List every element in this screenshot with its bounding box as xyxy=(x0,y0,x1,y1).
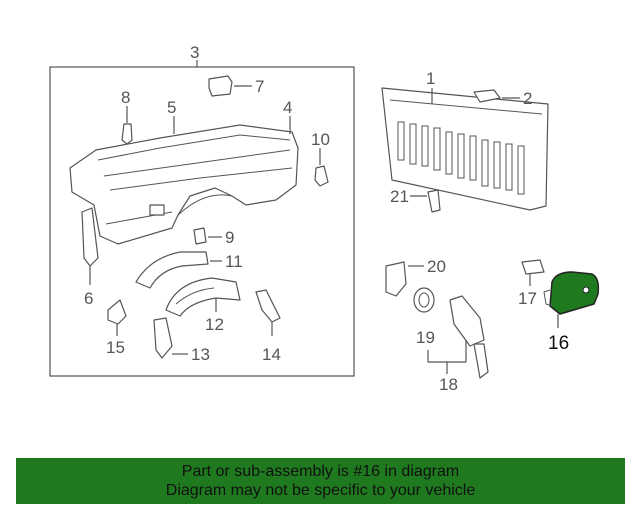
callout-12: 12 xyxy=(205,315,224,334)
bedside-assembly-box xyxy=(49,66,355,377)
part-15-bracket xyxy=(107,299,127,325)
part-10-latch xyxy=(314,165,329,187)
callout-4: 4 xyxy=(283,98,292,117)
callout-13: 13 xyxy=(191,345,210,364)
callout-6: 6 xyxy=(84,289,93,308)
part-13-gusset xyxy=(153,317,173,359)
part-2-hinge xyxy=(473,89,501,103)
part-9-clip xyxy=(193,227,207,245)
banner-line-2: Diagram may not be specific to your vehi… xyxy=(165,482,476,499)
callout-7: 7 xyxy=(255,77,264,96)
callout-11: 11 xyxy=(225,252,243,271)
part-4-bedside-panel xyxy=(69,124,299,245)
notice-banner: Part or sub-assembly is #16 in diagram D… xyxy=(16,458,625,504)
parts-diagram: 3 7 8 5 4 10 6 9 11 12 15 13 14 xyxy=(49,43,600,394)
callout-2: 2 xyxy=(523,89,532,108)
callout-16: 16 xyxy=(548,333,569,354)
callout-17: 17 xyxy=(518,289,537,308)
part-7-bracket xyxy=(208,75,233,97)
part-6-pillar xyxy=(81,207,99,267)
tailgate-ribs xyxy=(397,121,525,195)
part-20-bracket xyxy=(385,261,407,297)
callout-8: 8 xyxy=(121,88,130,107)
callout-10: 10 xyxy=(311,130,330,149)
callout-19: 19 xyxy=(416,328,435,347)
callout-5: 5 xyxy=(167,98,176,117)
part-18-lock-cylinder xyxy=(449,295,485,347)
callout-14: 14 xyxy=(262,345,281,364)
part-14-gusset xyxy=(255,289,281,323)
part-19-ring xyxy=(413,287,435,313)
banner-line-1: Part or sub-assembly is #16 in diagram xyxy=(181,463,460,480)
callout-3: 3 xyxy=(190,43,199,62)
part-16-fuel-door xyxy=(549,271,600,315)
part-11-wheelhouse xyxy=(135,251,209,289)
callout-21: 21 xyxy=(390,187,409,206)
part-8-clip xyxy=(121,123,133,145)
callout-15: 15 xyxy=(106,338,125,357)
callout-9: 9 xyxy=(225,228,234,247)
callout-1: 1 xyxy=(426,69,435,88)
part-17-connector xyxy=(521,259,545,275)
callout-18: 18 xyxy=(439,375,458,394)
part-21-clip xyxy=(427,189,441,213)
callout-20: 20 xyxy=(427,257,446,276)
part-12-inner-wheelhouse xyxy=(165,277,241,317)
